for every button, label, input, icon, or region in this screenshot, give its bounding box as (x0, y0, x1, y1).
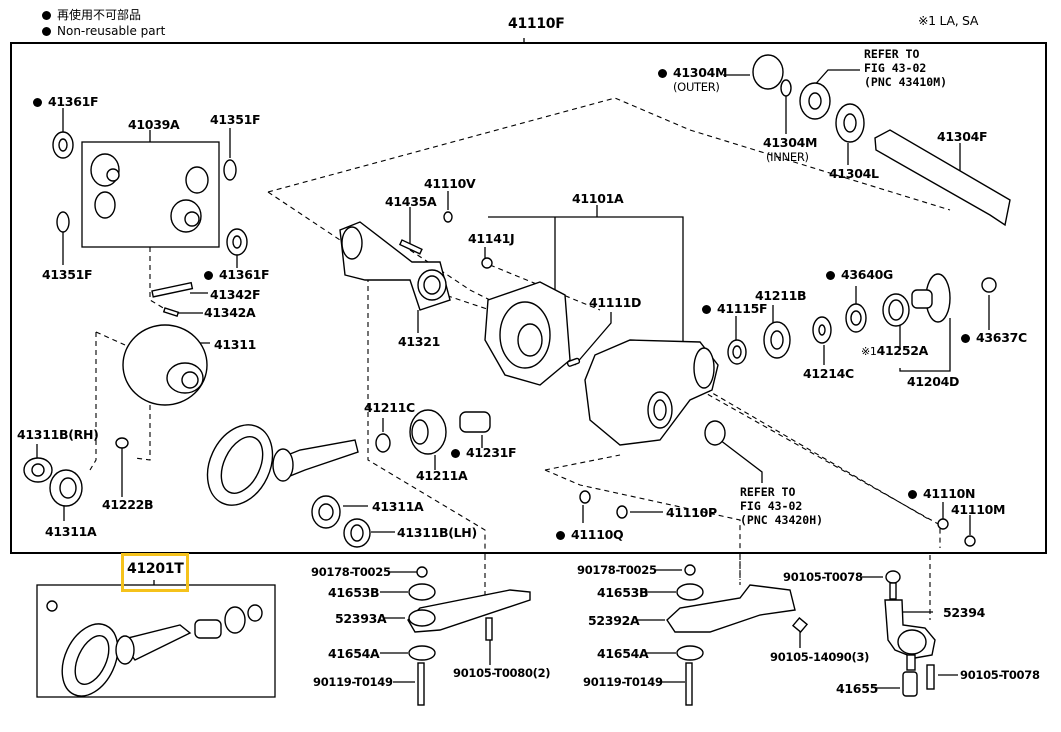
part-label-90105-14090[interactable]: 90105-14090(3) (770, 650, 870, 664)
part-label-41361F[interactable]: 41361F (33, 95, 99, 108)
part-label-90105-T0078-b[interactable]: 90105-T0078 (960, 668, 1040, 682)
reference-line: FIG 43-02 (864, 61, 927, 75)
part-label-41204D[interactable]: 41204D (907, 374, 960, 389)
part-label-41304L[interactable]: 41304L (829, 166, 879, 181)
part-note-outer: (OUTER) (673, 80, 720, 94)
part-label-41214C[interactable]: 41214C (803, 366, 854, 381)
part-label-41311A[interactable]: 41311A (45, 524, 97, 539)
part-label-41653B-b[interactable]: 41653B (597, 585, 649, 600)
part-label-41110N[interactable]: 41110N (908, 487, 975, 500)
part-label-41435A[interactable]: 41435A (385, 194, 437, 209)
part-label-41655[interactable]: 41655 (836, 681, 878, 696)
reference-line: FIG 43-02 (740, 499, 803, 513)
part-label-41110V[interactable]: 41110V (424, 176, 476, 191)
part-label-41311[interactable]: 41311 (214, 337, 256, 352)
part-label-41211A[interactable]: 41211A (416, 468, 468, 483)
part-label-41231F[interactable]: 41231F (451, 446, 517, 459)
part-label-41039A[interactable]: 41039A (128, 117, 180, 132)
part-label-41351F-b[interactable]: 41351F (42, 267, 93, 282)
part-label-41110Q[interactable]: 41110Q (556, 528, 624, 541)
part-label-41321[interactable]: 41321 (398, 334, 440, 349)
part-label-90105-T0078[interactable]: 90105-T0078 (783, 570, 863, 584)
part-note-inner: (INNER) (766, 150, 809, 164)
reference-line: (PNC 43420H) (740, 513, 824, 527)
part-label-52393A[interactable]: 52393A (335, 611, 387, 626)
part-label-41361F-b[interactable]: 41361F (204, 268, 270, 281)
part-label-41211C[interactable]: 41211C (364, 400, 415, 415)
non-reusable-dot-icon (658, 69, 667, 78)
part-label-41653B[interactable]: 41653B (328, 585, 380, 600)
part-label-41304M-outer[interactable]: 41304M (658, 66, 727, 79)
non-reusable-dot-icon (42, 27, 51, 36)
legend-text-jp: 再使用不可部品 (57, 8, 142, 22)
part-label-41311B-RH[interactable]: 41311B(RH) (17, 427, 99, 442)
part-label-41101A[interactable]: 41101A (572, 191, 624, 206)
reference-line: REFER TO (740, 485, 796, 499)
part-label-52392A[interactable]: 52392A (588, 613, 640, 628)
part-label-41110M[interactable]: 41110M (951, 502, 1006, 517)
ring-pinion-box (36, 584, 276, 698)
part-label-41141J[interactable]: 41141J (468, 231, 515, 246)
legend-non-reusable-jp: 再使用不可部品 (42, 8, 141, 22)
non-reusable-dot-icon (33, 98, 42, 107)
part-label-41311B-LH[interactable]: 41311B(LH) (397, 525, 477, 540)
legend-text-en: Non-reusable part (57, 24, 166, 38)
part-label-52394[interactable]: 52394 (943, 605, 985, 620)
part-label-43640G[interactable]: 43640G (826, 268, 893, 281)
assembly-label-41110F[interactable]: 41110F (508, 16, 565, 32)
part-label-41304F[interactable]: 41304F (937, 129, 988, 144)
non-reusable-dot-icon (42, 11, 51, 20)
reference-line: (PNC 43410M) (864, 75, 948, 89)
non-reusable-dot-icon (451, 449, 460, 458)
non-reusable-dot-icon (826, 271, 835, 280)
part-label-41252A[interactable]: ※141252A (861, 343, 928, 358)
part-label-41654A[interactable]: 41654A (328, 646, 380, 661)
part-label-41110P[interactable]: 41110P (666, 505, 717, 520)
part-label-90105-T0080[interactable]: 90105-T0080(2) (453, 666, 551, 680)
part-label-90178-T0025[interactable]: 90178-T0025 (311, 565, 391, 579)
part-label-90119-T0149-b[interactable]: 90119-T0149 (583, 675, 663, 689)
non-reusable-dot-icon (702, 305, 711, 314)
part-label-41222B[interactable]: 41222B (102, 497, 154, 512)
part-label-41201T[interactable]: 41201T (127, 561, 184, 577)
part-label-41351F[interactable]: 41351F (210, 112, 261, 127)
part-label-41115F[interactable]: 41115F (702, 302, 768, 315)
part-label-90178-T0025-b[interactable]: 90178-T0025 (577, 563, 657, 577)
non-reusable-dot-icon (961, 334, 970, 343)
main-assembly-frame (10, 42, 1047, 554)
non-reusable-dot-icon (204, 271, 213, 280)
variant-note: ※1 LA, SA (918, 13, 979, 28)
part-label-43637C[interactable]: 43637C (961, 331, 1027, 344)
part-label-41654A-b[interactable]: 41654A (597, 646, 649, 661)
non-reusable-dot-icon (908, 490, 917, 499)
part-label-41211B[interactable]: 41211B (755, 288, 807, 303)
part-label-90119-T0149[interactable]: 90119-T0149 (313, 675, 393, 689)
part-label-41311A-b[interactable]: 41311A (372, 499, 424, 514)
reference-line: REFER TO (864, 47, 920, 61)
highlight-box-41201T (121, 553, 189, 592)
part-label-41304M-inner[interactable]: 41304M (763, 135, 818, 150)
legend-non-reusable-en: Non-reusable part (42, 24, 165, 38)
part-label-41342F[interactable]: 41342F (210, 287, 261, 302)
part-label-41111D[interactable]: 41111D (589, 295, 642, 310)
part-label-41342A[interactable]: 41342A (204, 305, 256, 320)
non-reusable-dot-icon (556, 531, 565, 540)
